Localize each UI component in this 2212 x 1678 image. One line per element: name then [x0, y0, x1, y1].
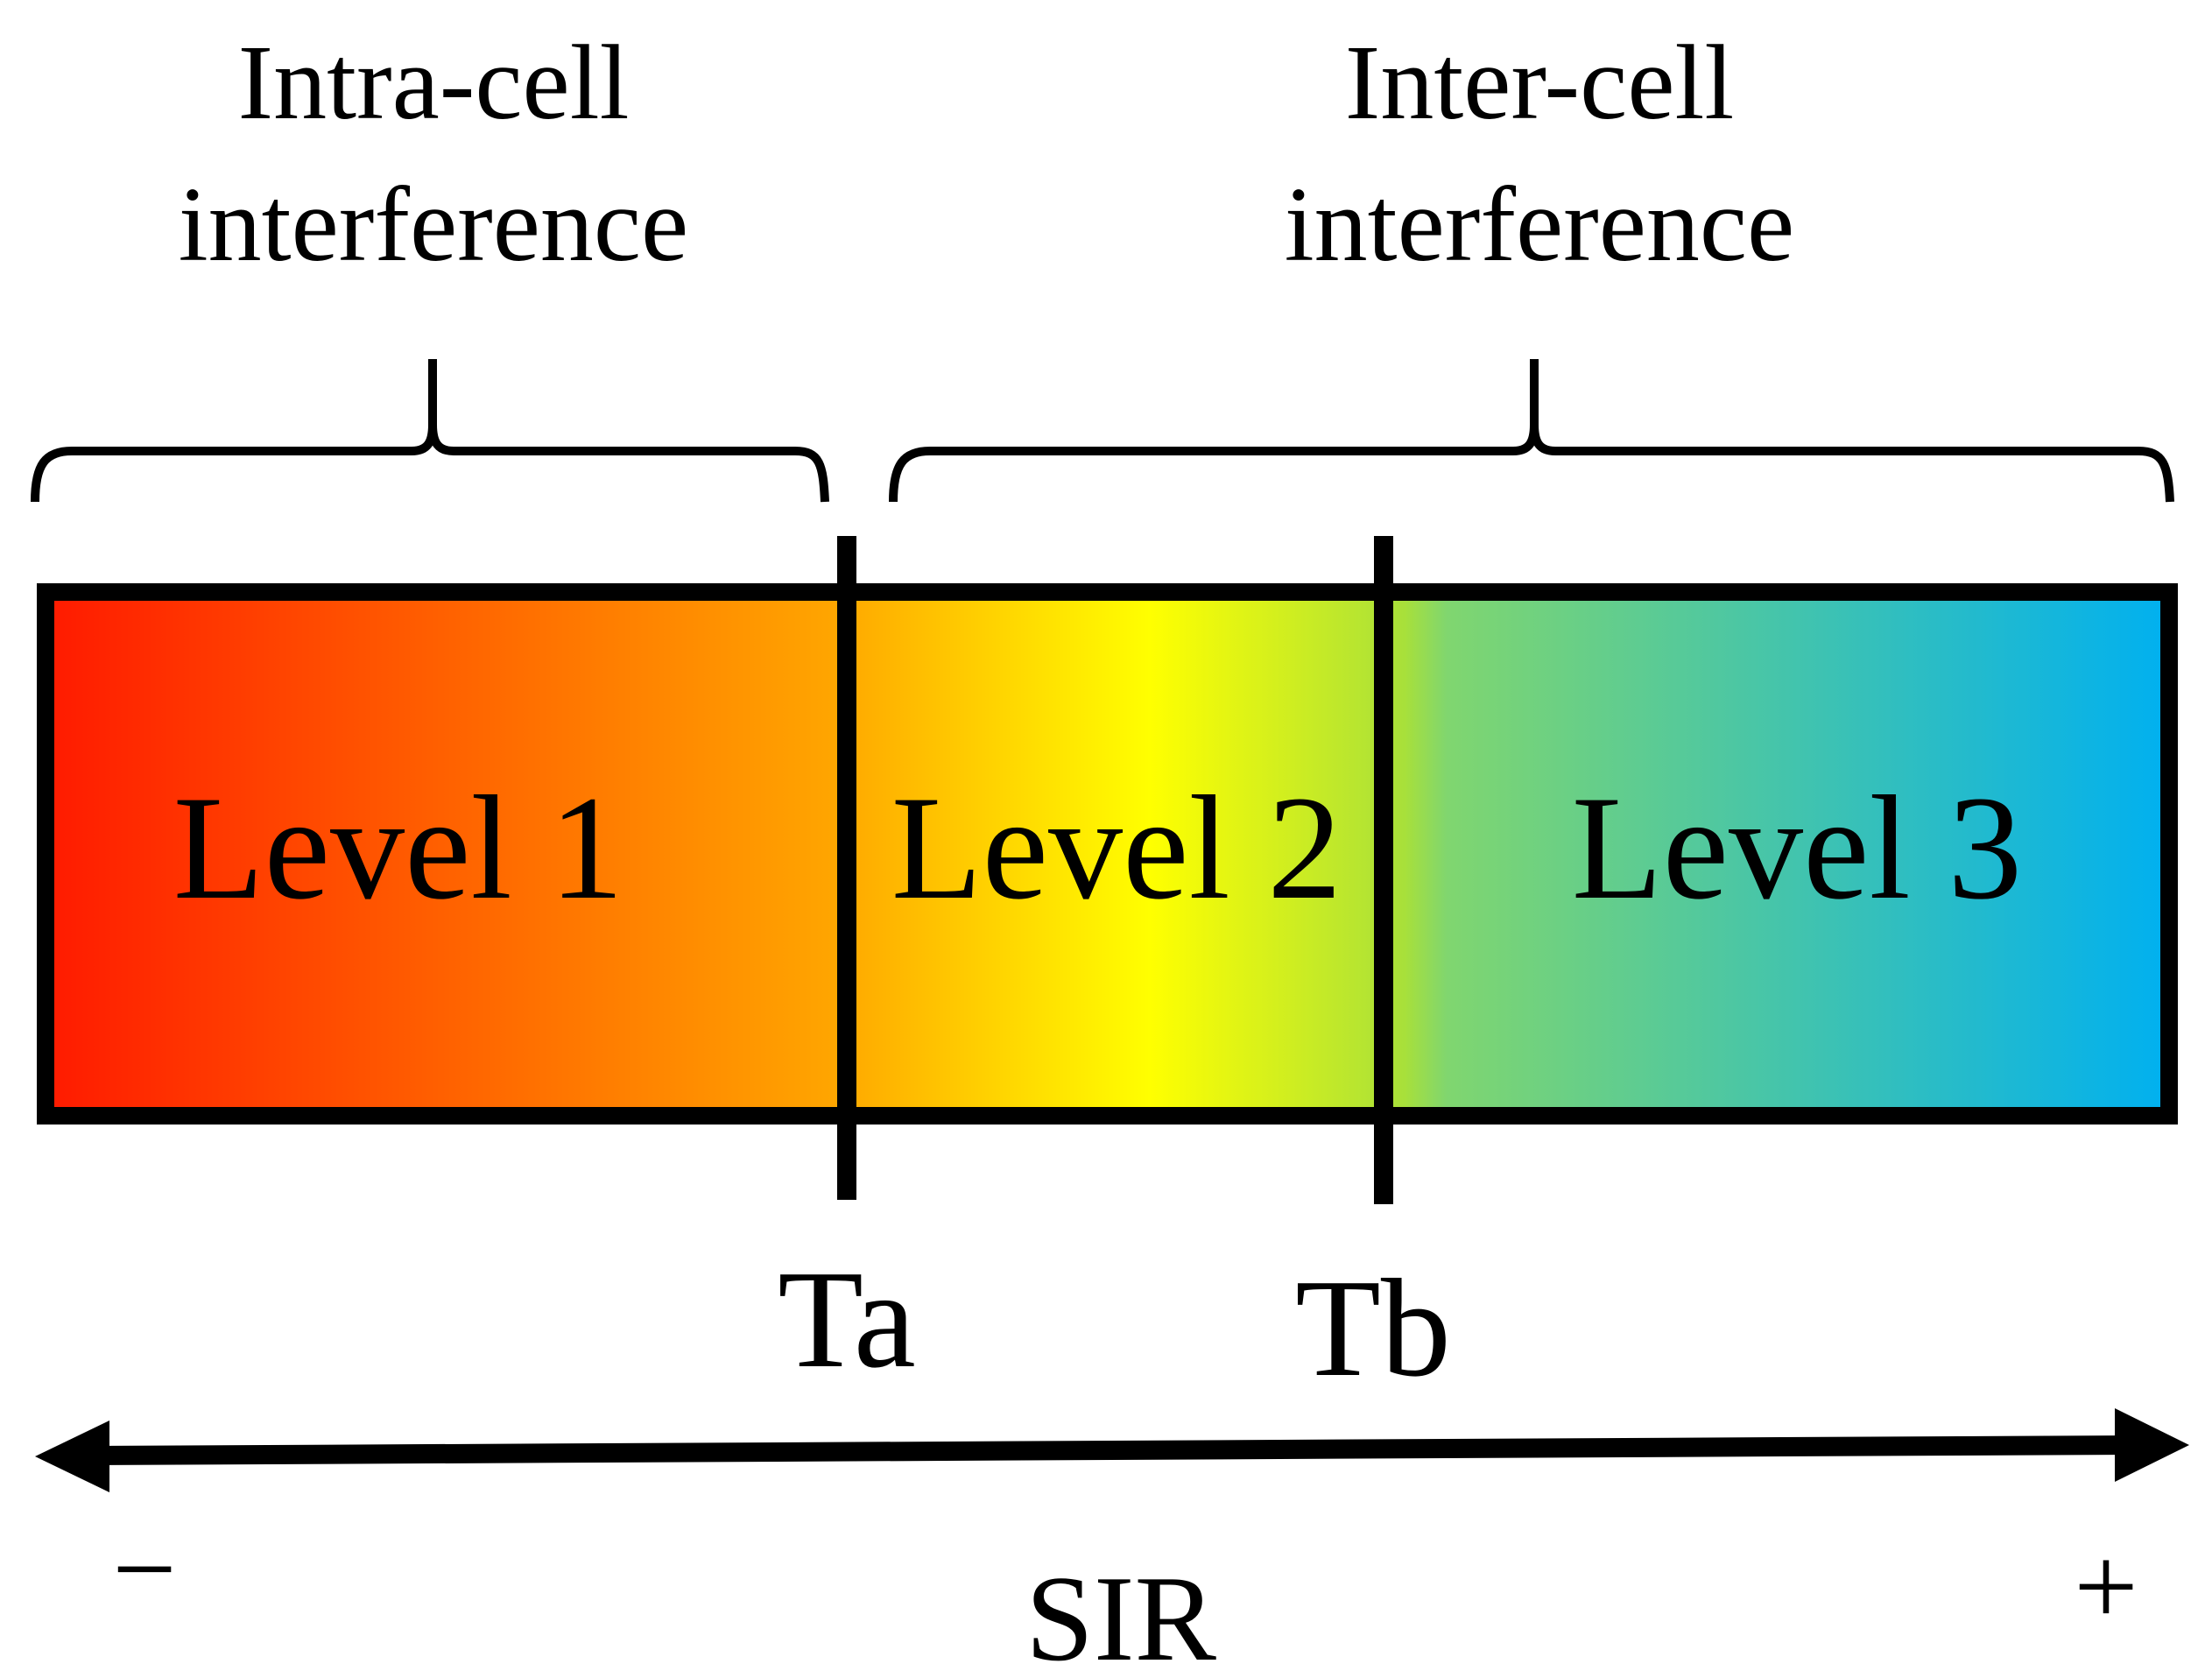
intra-cell-brace — [31, 359, 829, 503]
threshold-ta-label: Ta — [778, 1241, 916, 1397]
level-3-label: Level 3 — [1572, 765, 2022, 930]
axis-plus-label: + — [2074, 1524, 2138, 1650]
sir-axis-arrow — [35, 1408, 2189, 1492]
level-2-label: Level 2 — [891, 765, 1342, 930]
level-1-label: Level 1 — [173, 765, 623, 930]
intra-cell-group-title: Intra-cell interference — [179, 24, 688, 284]
intra-cell-title-line1: Intra-cell — [237, 24, 629, 142]
sir-level-bar — [37, 583, 2178, 1125]
axis-sir-label: SIR — [1025, 1551, 1216, 1678]
intra-cell-title-line2: interference — [179, 166, 688, 284]
inter-cell-group-title: Inter-cell interference — [1285, 24, 1794, 284]
axis-minus-label: − — [112, 1506, 176, 1632]
axis-right-arrowhead — [2115, 1408, 2189, 1482]
axis-left-arrowhead — [35, 1421, 109, 1492]
inter-cell-brace — [889, 359, 2174, 503]
inter-cell-title-line2: interference — [1285, 166, 1794, 284]
threshold-tb-label: Tb — [1295, 1250, 1451, 1406]
inter-cell-title-line1: Inter-cell — [1345, 24, 1735, 142]
